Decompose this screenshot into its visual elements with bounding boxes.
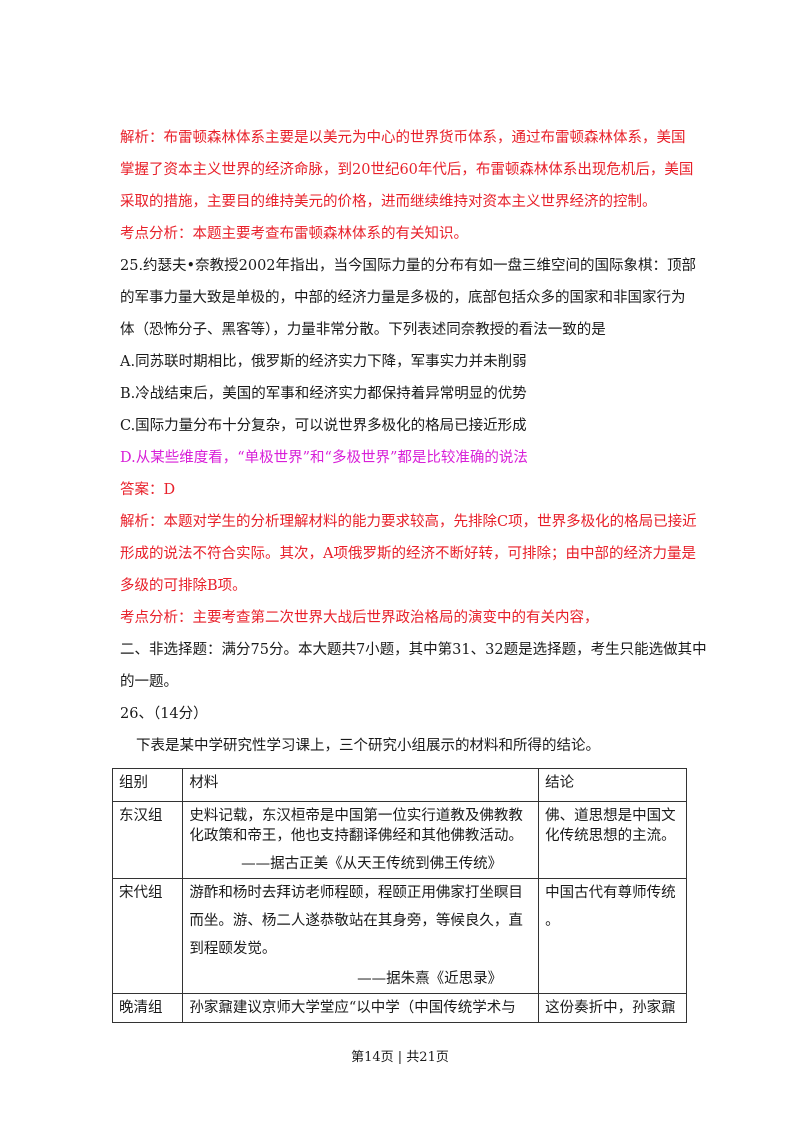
material-text: 史料记载，东汉桓帝是中国第一位实行道教及佛教教: [189, 808, 523, 824]
table-row: 东汉组 史料记载，东汉桓帝是中国第一位实行道教及佛教教 化政策和帝王，他也支持翻…: [111, 801, 687, 879]
material-text: 游酢和杨时去拜访老师程颐，程颐正用佛家打坐瞑目: [189, 885, 523, 901]
material-cell: 史料记载，东汉桓帝是中国第一位实行道教及佛教教 化政策和帝王，他也支持翻译佛经和…: [182, 801, 540, 879]
section-heading: 的一题。: [120, 674, 178, 690]
conclusion-cell: 这份奏折中，孙家鼐: [538, 993, 687, 1023]
group-cell: 宋代组: [111, 878, 184, 994]
group-cell: 东汉组: [111, 801, 184, 879]
material-cell: 孙家鼐建议京师大学堂应“以中学（中国传统学术与: [182, 993, 540, 1023]
conclusion-text: 中国古代有尊师传统: [545, 885, 676, 901]
table-intro: 下表是某中学研究性学习课上，三个研究小组展示的材料和所得的结论。: [136, 738, 600, 754]
conclusion-text: 这份奏折中，孙家鼐: [545, 1000, 676, 1016]
table-row: 宋代组 游酢和杨时去拜访老师程颐，程颐正用佛家打坐瞑目 而坐。游、杨二人遂恭敬站…: [111, 878, 687, 994]
page-number: 第14页 | 共21页: [351, 1050, 449, 1065]
analysis-line: 形成的说法不符合实际。其次，A项俄罗斯的经济不断好转，可排除；由中部的经济力量是: [120, 546, 696, 562]
conclusion-cell: 中国古代有尊师传统 。: [538, 878, 687, 994]
question-25-line: 25.约瑟夫•奈教授2002年指出，当今国际力量的分布有如一盘三维空间的国际象棋…: [120, 258, 697, 274]
material-source: ——据朱熹《近思录》: [357, 971, 503, 987]
analysis-line: 多级的可排除B项。: [120, 578, 247, 594]
question-25-line: 的军事力量大致是单极的，中部的经济力量是多极的，底部包括众多的国家和非国家行为: [120, 290, 686, 306]
key-point-line: 考点分析：本题主要考查布雷顿森林体系的有关知识。: [120, 226, 468, 242]
option-d: D.从某些维度看，“单极世界”和“多极世界”都是比较准确的说法: [120, 450, 528, 466]
key-point-line: 考点分析：主要考查第二次世界大战后世界政治格局的演变中的有关内容，: [120, 610, 599, 626]
header-group: 组别: [111, 768, 184, 802]
material-text: 到程颐发觉。: [189, 941, 277, 957]
conclusion-text: 佛、道思想是中国文: [545, 808, 676, 824]
conclusion-text: 化传统思想的主流。: [545, 828, 676, 844]
option-b: B.冷战结束后，美国的军事和经济实力都保持着异常明显的优势: [120, 386, 527, 402]
research-table: 组别 材料 结论 东汉组 史料记载，东汉桓帝是中国第一位实行道教及佛教教 化政策…: [111, 768, 687, 1023]
analysis-line: 掌握了资本主义世界的经济命脉，到20世纪60年代后，布雷顿森林体系出现危机后，美…: [120, 162, 694, 178]
option-c: C.国际力量分布十分复杂，可以说世界多极化的格局已接近形成: [120, 418, 527, 434]
table-header-row: 组别 材料 结论: [111, 768, 687, 802]
material-source: ——据古正美《从天王传统到佛王传统》: [241, 856, 503, 872]
material-cell: 游酢和杨时去拜访老师程颐，程颐正用佛家打坐瞑目 而坐。游、杨二人遂恭敬站在其身旁…: [182, 878, 540, 994]
header-material: 材料: [182, 768, 540, 802]
question-25-line: 体（恐怖分子、黑客等），力量非常分散。下列表述同奈教授的看法一致的是: [120, 322, 606, 338]
section-heading: 二、非选择题：满分75分。本大题共7小题，其中第31、32题是选择题，考生只能选…: [120, 642, 707, 658]
analysis-line: 解析：本题对学生的分析理解材料的能力要求较高，先排除C项，世界多极化的格局已接近: [120, 514, 697, 530]
group-cell: 晚清组: [111, 993, 184, 1023]
material-text: 化政策和帝王，他也支持翻译佛经和其他佛教活动。: [189, 828, 523, 844]
analysis-line: 采取的措施，主要目的维持美元的价格，进而继续维持对资本主义世界经济的控制。: [120, 194, 657, 210]
analysis-line: 解析：布雷顿森林体系主要是以美元为中心的世界货币体系，通过布雷顿森林体系，美国: [120, 130, 686, 146]
conclusion-text: 。: [545, 913, 560, 929]
option-a: A.同苏联时期相比，俄罗斯的经济实力下降，军事实力并未削弱: [120, 354, 527, 370]
material-text: 孙家鼐建议京师大学堂应“以中学（中国传统学术与: [189, 1000, 516, 1016]
table-row: 晚清组 孙家鼐建议京师大学堂应“以中学（中国传统学术与 这份奏折中，孙家鼐: [111, 993, 687, 1023]
material-text: 而坐。游、杨二人遂恭敬站在其身旁，等候良久，直: [189, 913, 523, 929]
conclusion-cell: 佛、道思想是中国文 化传统思想的主流。: [538, 801, 687, 879]
header-conclusion: 结论: [538, 768, 687, 802]
question-26-title: 26、（14分）: [120, 706, 208, 722]
answer-line: 答案：D: [120, 482, 176, 498]
